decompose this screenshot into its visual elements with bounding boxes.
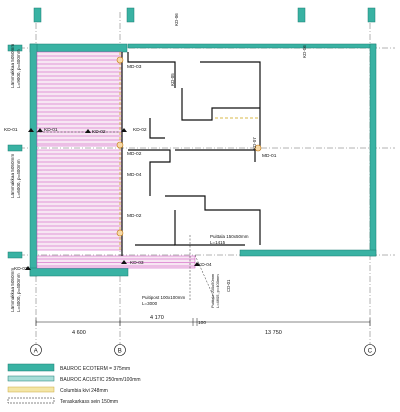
beam-lines xyxy=(36,131,216,301)
md-labels: MD-03 MD-02 MD-04 MD-01 MD-02 xyxy=(127,64,277,219)
slab-label-line: Lämmakkaa 5050mm xyxy=(10,44,15,88)
legend-swatch-acustic xyxy=(7,375,55,382)
grid-bubbles xyxy=(30,344,376,356)
md-label: MD-02 xyxy=(127,151,142,157)
kd-label: KD-01 xyxy=(4,127,18,133)
slab-label-upper: Lämmakkaa 5050mmL=9000, p=400mm xyxy=(10,44,21,88)
slab-label-middle-text: Lämmakkaa 5050mmL=6000, p=400mm xyxy=(10,154,21,198)
legend-label-acustic: BAUROC ACUSTIC 250mm/100mm xyxy=(60,377,141,383)
kd-label: KD-02 xyxy=(92,129,106,135)
kd-label: KD-03 xyxy=(130,260,144,266)
slab-label-line: Lämmakkaa 5050mm xyxy=(10,268,15,312)
dimension-line xyxy=(35,318,371,326)
legend-label-columbia: Columbia kivi 248mm xyxy=(60,388,108,394)
slab-label-lower: Lämmakkaa 5050mmL=4000, p=400mm xyxy=(10,268,21,312)
cd-label: CD-01 xyxy=(226,279,231,292)
kd-label: KD-05 xyxy=(170,73,175,86)
legend-swatch-columbia xyxy=(7,386,55,393)
left-grid-markers xyxy=(7,44,23,259)
slab-label-line: Lämmakkaa 5050mm xyxy=(10,154,15,198)
beam-note-right: Puittala 200x50mm L=4605, p=400mm xyxy=(210,273,220,308)
beam-note-bottom: Puitipost 100x100mm L=3000 xyxy=(142,295,186,306)
kd-label: KD-06 xyxy=(174,13,179,26)
dim-right-span: 13 750 xyxy=(265,330,282,336)
md-label: MD-02 xyxy=(127,213,142,219)
kd-labels: KD-01 KD-01 KD-02 KD-02 KD-03 KD-03 KD-0… xyxy=(4,127,212,272)
joist-slab-middle xyxy=(36,149,123,251)
slab-label-upper-text: Lämmakkaa 5050mmL=9000, p=400mm xyxy=(10,44,21,88)
dim-left-span: 4 600 xyxy=(72,330,86,336)
kd-label: KD-03 xyxy=(14,266,28,272)
beam-note-top-line1: Puittala 150x50mm xyxy=(210,234,249,239)
kd-label: KD-02 xyxy=(133,127,147,133)
legend-swatch-teras xyxy=(7,397,55,404)
slab-label-line: L=9000, p=400mm xyxy=(16,49,21,88)
grid-axis-c: C xyxy=(368,349,373,355)
md-label: MD-03 xyxy=(127,64,142,70)
kd-label: KD-07 xyxy=(252,137,257,150)
beam-note-top-line2: L=1415 xyxy=(210,240,226,245)
steel-frame-walls xyxy=(119,52,258,250)
beam-note-bottom-line1: Puitipost 100x100mm xyxy=(142,295,186,300)
md-label: MD-04 xyxy=(127,172,142,178)
legend-label-teras: Teraskarkass sein 150mm xyxy=(60,399,118,405)
legend-swatch-ecoterm xyxy=(7,363,55,372)
grid-axis-b: B xyxy=(118,349,122,355)
beam-note-right-line2: L=4605, p=400mm xyxy=(215,274,220,308)
columns xyxy=(116,56,262,237)
grid-axis-a: A xyxy=(34,349,38,355)
kd-label: KD-06 xyxy=(302,45,307,58)
top-grid-markers xyxy=(33,7,376,23)
beam-note-top: Puittala 150x50mm L=1415 xyxy=(210,234,249,245)
dim-middle-span: 4 170 xyxy=(150,315,164,321)
slab-label-line: L=6000, p=400mm xyxy=(16,159,21,198)
legend: BAUROC ECOTERM = 375mm BAUROC ACUSTIC 25… xyxy=(7,363,141,405)
section-markers xyxy=(25,128,200,270)
kd-vertical-labels: KD-05 KD-06 KD-06 KD-07 xyxy=(170,13,307,150)
slab-label-middle: Lämmakkaa 5050mmL=6000, p=400mm xyxy=(10,154,21,198)
beam-note-bottom-line2: L=3000 xyxy=(142,301,158,306)
interior-walls xyxy=(121,52,261,256)
slab-label-lower-text: Lämmakkaa 5050mmL=4000, p=400mm xyxy=(10,268,21,312)
slab-label-line: L=4000, p=400mm xyxy=(16,273,21,312)
beam-note-right-line1: Puittala 200x50mm xyxy=(210,273,215,308)
md-label: MD-01 xyxy=(262,153,277,159)
joist-slab-upper xyxy=(36,51,123,147)
kd-label: KD-01 xyxy=(44,127,58,133)
joist-slab-lower xyxy=(36,255,196,269)
dim-middle-small: 100 xyxy=(198,320,206,326)
kd-label: KD-04 xyxy=(198,262,212,268)
legend-label-ecoterm: BAUROC ECOTERM = 375mm xyxy=(60,366,130,372)
